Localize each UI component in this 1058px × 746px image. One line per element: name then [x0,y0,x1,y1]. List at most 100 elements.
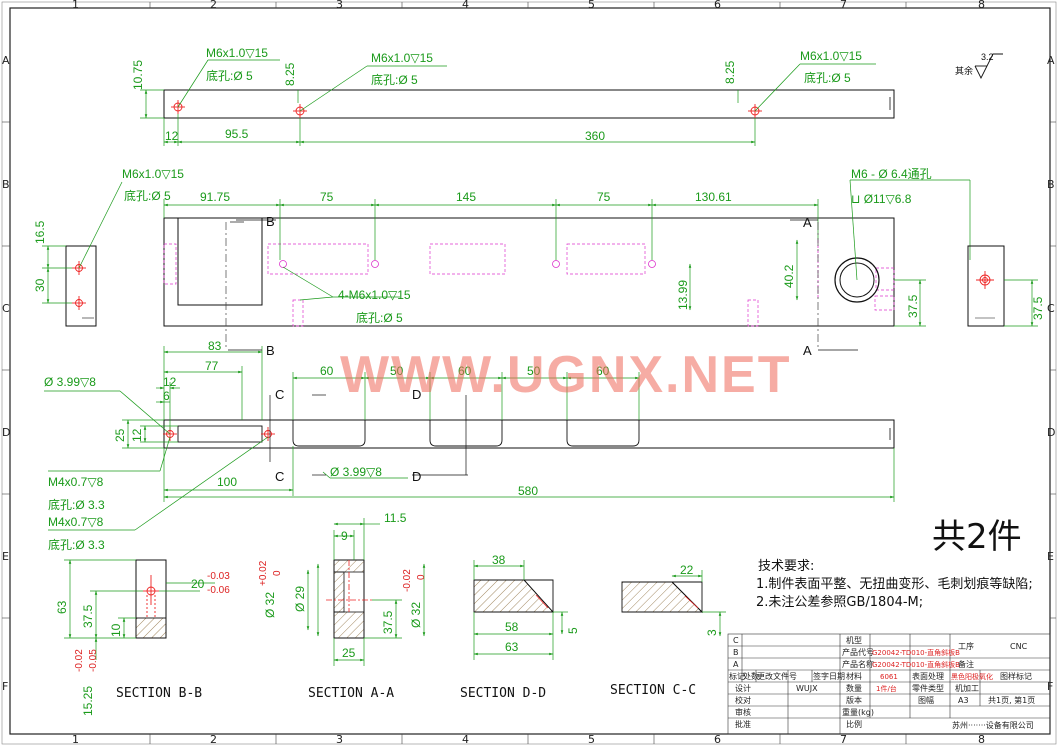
front-callout-left-hole: 底孔:Ø 5 [124,188,171,203]
dim-bottom-100: 100 [217,475,237,489]
dim-bottom-60-b: 60 [458,364,472,378]
label-drawing-size: 图幅 [918,695,934,705]
zone-col-8-top: 8 [978,0,985,11]
dim-bottom-60-a: 60 [320,364,334,378]
zone-row-d-left: D [2,426,10,439]
zone-row-c-left: C [2,302,10,315]
dim-bottom-25: 25 [113,428,127,442]
side-view-right: 37.5 [967,245,1045,327]
dim-bb-37-5: 37.5 [81,604,95,628]
section-b-mark-front: B [266,214,275,229]
label-version: 版本 [846,695,862,705]
zone-row-b-left: B [2,178,10,191]
top-callout-2-hole: 底孔:Ø 5 [371,72,418,87]
front-view-hidden-lines [163,243,895,327]
zone-row-f-left: F [2,680,8,693]
zone-col-3-top: 3 [336,0,343,11]
dim-top-10-75: 10.75 [131,60,145,90]
zone-col-6-top: 6 [714,0,721,11]
section-a-mark-front: A [803,215,812,230]
dim-bottom-50-b: 50 [527,364,541,378]
section-aa-title: SECTION A-A [308,686,394,701]
top-callout-3-hole: 底孔:Ø 5 [804,70,851,85]
title-block [727,633,1051,735]
rev-row-c: C [733,636,739,645]
top-view-holes [171,100,762,118]
dim-aa-phi32-b: Ø 32 [409,602,423,628]
dim-dd-58: 58 [505,620,519,634]
dim-bottom-6: 6 [163,389,170,403]
technical-requirements: 技术要求: 1.制件表面平整、无扭曲变形、毛刺划痕等缺陷; 2.未注公差参照GB… [756,559,1033,610]
dim-top-95-5: 95.5 [225,127,249,141]
dim-cc-22: 22 [680,563,694,577]
tech-line-2: 2.未注公差参照GB/1804-M; [756,594,923,610]
label-drawing-mark: 图样标记 [1000,671,1032,681]
value-product-name: G20042-TD010-直角斜板B [872,660,960,669]
dim-top-12: 12 [165,129,179,143]
roughness-value: 3.2 [981,52,994,62]
tol-aa-a-lo: 0 [272,570,283,576]
dim-bottom-60-c: 60 [596,364,610,378]
value-quantity: 1件/台 [876,684,897,693]
label-process: 工序 [958,641,974,651]
zone-row-e-left: E [2,550,9,563]
value-part-type: 机加工 [955,683,979,693]
section-bb: 63 37.5 10 15.25 -0.02 -0.05 20 -0.03 -0… [55,559,230,716]
dim-aa-11-5: 11.5 [384,511,407,525]
dim-front-75-a: 75 [320,190,334,204]
bottom-callout-d: Ø 3.99▽8 [330,465,382,479]
company-name: 苏州·······设备有限公司 [952,720,1034,730]
label-jixing: 机型 [846,635,862,645]
dim-bb-10: 10 [109,623,123,637]
section-b-mark-bottom: B [266,343,275,358]
front-callout-left-thread: M6x1.0▽15 [122,167,184,181]
dim-bottom-50-a: 50 [390,364,404,378]
dim-bottom-77: 77 [205,359,219,373]
bottom-callout-top: Ø 3.99▽8 [44,375,96,389]
tol-bb-20-lo: -0.06 [207,585,230,596]
dim-front-40-2: 40.2 [782,264,796,288]
top-callout-3-thread: M6x1.0▽15 [800,49,862,63]
roughness-label: 其余 [955,65,973,76]
dim-bb-15-25: 15.25 [81,686,95,716]
tol-bb-15-25-lo: -0.05 [88,649,99,672]
dim-dd-5: 5 [566,627,580,634]
zone-col-4-top: 4 [462,0,469,11]
label-part-type: 零件类型 [912,683,944,693]
zone-col-8-bottom: 8 [978,733,985,746]
dim-bottom-12: 12 [163,375,177,389]
dim-front-130-61: 130.61 [695,190,732,204]
dim-cc-3: 3 [705,629,719,636]
dim-aa-9: 9 [341,529,348,543]
zone-col-5-top: 5 [588,0,595,11]
zone-col-1-top: 1 [72,0,79,11]
zone-col-1-bottom: 1 [72,733,79,746]
dim-side-37-5-b: 37.5 [1031,296,1045,320]
section-dd-title: SECTION D-D [460,686,546,701]
tol-bb-15-25-up: -0.02 [74,649,85,672]
dim-front-91-75: 91.75 [200,190,230,204]
section-c-mark-2: C [275,469,284,484]
value-sheets: 共1页, 第1页 [988,695,1035,705]
dim-top-360: 360 [585,129,605,143]
dim-top-8-25-a: 8.25 [283,62,297,86]
section-c-mark-1: C [275,387,284,402]
label-surface: 表面处理 [912,671,944,681]
front-callout-mid-hole: 底孔:Ø 5 [356,310,403,325]
quantity-label: 共2件 [932,517,1022,557]
value-material: 6061 [880,673,898,681]
label-weight: 重量(kg) [842,707,874,717]
rev-row-a: A [733,660,739,669]
rev-head-count: 处数 [743,671,759,681]
title-block-text: C B A 标记 处数 更改文件号 签字日期 设计 校对 审核 批准 WUJX … [729,635,1035,730]
value-drawing-size: A3 [958,696,969,705]
bottom-callout-m4-a-hole: 底孔:Ø 3.3 [48,497,105,512]
dim-bb-63: 63 [55,600,69,614]
zone-col-4-bottom: 4 [462,733,469,746]
designer-name: WUJX [796,684,818,693]
section-dd: 38 58 63 5 SECTION D-D [460,553,580,701]
role-review: 审核 [735,707,751,717]
dim-front-37-5-a: 37.5 [906,294,920,318]
tol-aa-b-up: -0.02 [402,569,413,592]
